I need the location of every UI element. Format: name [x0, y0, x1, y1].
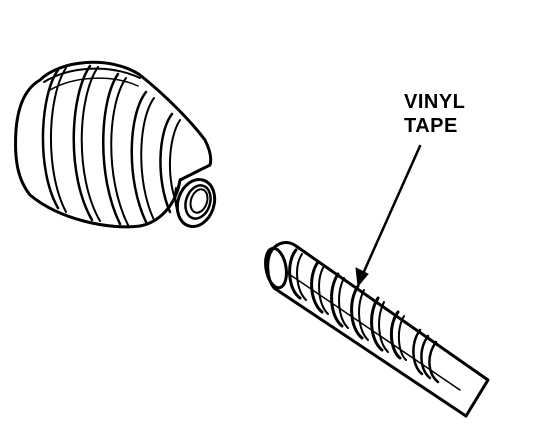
- label-line-2: TAPE: [404, 115, 458, 137]
- label-line-1: VINYL: [404, 91, 466, 113]
- callout-arrow: [355, 144, 422, 288]
- cv-boot: [14, 60, 217, 229]
- vinyl-tape-label: VINYL TAPE: [404, 90, 465, 138]
- drive-shaft: [264, 241, 490, 418]
